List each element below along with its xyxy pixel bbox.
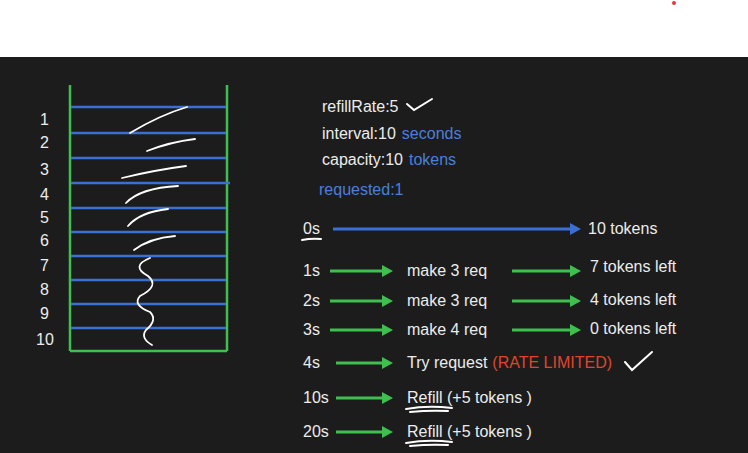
time-label: 10s: [303, 389, 329, 407]
arrows: [330, 223, 581, 438]
level-number: 2: [40, 134, 49, 152]
level-number: 6: [40, 232, 49, 250]
level-number: 1: [40, 111, 49, 129]
time-label: 0s: [303, 220, 320, 238]
time-label: 4s: [303, 354, 320, 372]
unit: seconds: [402, 125, 462, 143]
token-count: 7 tokens left: [590, 258, 676, 276]
time-label: 1s: [303, 262, 320, 280]
token-count: 10 tokens: [588, 220, 657, 238]
bucket: [70, 85, 230, 351]
level-number: 4: [40, 186, 49, 204]
level-number: 9: [40, 305, 49, 323]
action: Try request: [407, 354, 487, 372]
parameter: requested:1: [319, 181, 404, 199]
parameter: capacity:10: [322, 151, 403, 169]
time-label: 20s: [303, 423, 329, 441]
parameter: refillRate:5: [322, 98, 398, 116]
level-number: 8: [40, 281, 49, 299]
token-count: 4 tokens left: [590, 291, 676, 309]
level-number: 5: [40, 209, 49, 227]
level-number: 10: [36, 331, 54, 349]
time-label: 2s: [303, 292, 320, 310]
rate-limited-note: (RATE LIMITED): [492, 354, 612, 372]
token-count: 0 tokens left: [590, 320, 676, 338]
level-number: 7: [40, 257, 49, 275]
action: Refill (+5 tokens ): [407, 423, 532, 441]
action: make 3 req: [407, 262, 487, 280]
action: Refill (+5 tokens ): [407, 389, 532, 407]
action: make 3 req: [407, 292, 487, 310]
unit: tokens: [409, 151, 456, 169]
parameter: interval:10: [322, 125, 396, 143]
action: make 4 req: [407, 321, 487, 339]
red-dot: [672, 1, 676, 5]
level-number: 3: [40, 161, 49, 179]
time-label: 3s: [303, 321, 320, 339]
